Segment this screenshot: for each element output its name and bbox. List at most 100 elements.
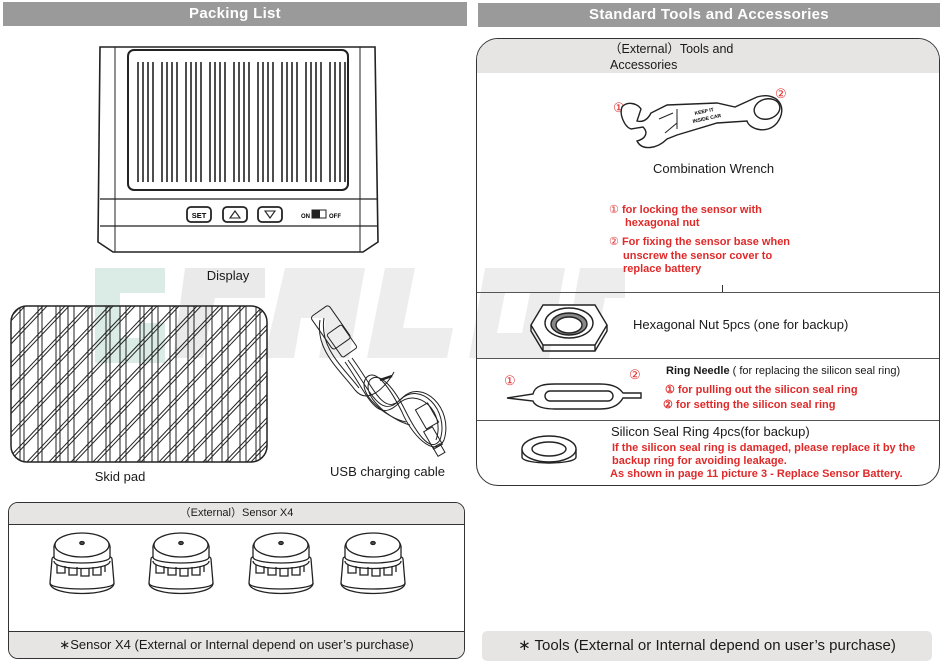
pad-diagonal (139, 306, 267, 462)
wrench-note-1-line1: for locking the sensor with (621, 204, 762, 216)
seal-ring-note: If the silicon seal ring is damaged, ple… (612, 442, 915, 467)
sensor-illustration-1 (49, 532, 115, 595)
seal-ring-note-line2: backup ring for avoiding leakage. (612, 454, 787, 467)
seal-ring-note-line1: If the silicon seal ring is damaged, ple… (612, 442, 916, 454)
wrench-note-1-line2: hexagonal nut (625, 217, 700, 229)
pad-diagonal (205, 306, 267, 462)
wrench-note-1: ① for locking the sensor with hexagonal … (609, 204, 762, 230)
skid-pad-caption: Skid pad (94, 469, 146, 484)
switch-on-label: ON (301, 214, 310, 220)
pad-diagonal (179, 306, 267, 462)
sensor-box-footer: ∗Sensor X4 (External or Internal depend … (9, 631, 464, 658)
up-button (222, 206, 248, 223)
pad-diagonal (11, 306, 71, 462)
wrench-note-2-line3: replace battery (623, 263, 702, 275)
pad-diagonal (25, 306, 177, 462)
display-device-illustration: SET ON OFF (97, 46, 379, 253)
switch-off-label: OFF (329, 214, 341, 220)
usb-cable-illustration (311, 305, 447, 458)
packing-list-banner: Packing List (3, 2, 467, 26)
pad-diagonal (69, 306, 221, 462)
pad-diagonal (11, 306, 137, 462)
pad-diagonal (11, 306, 89, 462)
sensor-row (9, 525, 464, 630)
svg-text:INSIDE CAR: INSIDE CAR (692, 113, 722, 125)
pad-diagonal (11, 306, 115, 462)
divider-tick (722, 285, 723, 292)
sensor-illustration-4 (340, 532, 406, 595)
seal-ring-title: Silicon Seal Ring 4pcs(for backup) (611, 424, 810, 439)
pad-diagonal (113, 306, 265, 462)
pad-diagonal (135, 306, 267, 462)
wrench-marker-2: ② (775, 86, 787, 101)
set-label: SET (192, 211, 207, 220)
sensor-illustration-3 (248, 532, 314, 595)
pad-diagonal (91, 306, 243, 462)
svg-text:KEEP IT: KEEP IT (694, 107, 714, 117)
needle-marker-2: ② (629, 367, 641, 382)
hex-nut-caption: Hexagonal Nut 5pcs (one for backup) (633, 317, 849, 332)
tools-box: （External）Tools and Accessories ① ② KEEP… (476, 38, 940, 486)
wrench-note-2: ② For fixing the sensor base when unscre… (609, 236, 790, 277)
down-arrow-icon (263, 210, 277, 219)
needle-marker-1: ① (504, 373, 516, 388)
sensor-box-header: （External）Sensor X4 (9, 503, 464, 525)
display-caption: Display (206, 268, 250, 283)
combination-wrench-illustration: KEEP IT INSIDE CAR (620, 95, 783, 149)
pad-diagonal (47, 306, 199, 462)
pad-diagonal (245, 306, 267, 462)
hexagonal-nut-illustration (530, 304, 608, 352)
pad-diagonal (11, 306, 111, 462)
skid-pad-illustration (10, 305, 268, 463)
pad-diagonal (11, 306, 155, 462)
tools-banner: Standard Tools and Accessories (478, 3, 940, 27)
tools-box-header: （External）Tools and Accessories (477, 39, 939, 73)
tools-box-header-line2: Accessories (610, 58, 678, 72)
wrench-marker-1: ① (613, 100, 625, 115)
pad-diagonal (11, 306, 45, 462)
ring-needle-section: ① ② Ring Needle ( for replacing the sili… (477, 359, 939, 421)
pad-diagonal (227, 306, 267, 462)
pad-diagonal (117, 306, 267, 462)
tools-box-header-line1: （External）Tools and (609, 42, 734, 56)
sensor-illustration-2 (148, 532, 214, 595)
silicon-seal-ring-illustration (521, 435, 577, 464)
pad-diagonal (11, 306, 93, 462)
tools-footer-note: ∗ Tools (External or Internal depend on … (482, 631, 932, 661)
ring-needle-heading: Ring Needle ( for replacing the silicon … (666, 365, 900, 377)
seal-ring-reference: As shown in page 11 picture 3 - Replace … (610, 468, 903, 480)
ring-needle-subtitle: ( for replacing the silicon seal ring) (729, 365, 901, 377)
pad-diagonal (11, 306, 49, 462)
pad-diagonal (157, 306, 267, 462)
pad-diagonal (161, 306, 267, 462)
pad-diagonal (51, 306, 203, 462)
ring-needle-title: Ring Needle (666, 365, 730, 377)
pad-diagonal (95, 306, 247, 462)
pad-diagonal (183, 306, 267, 462)
hex-nut-section: Hexagonal Nut 5pcs (one for backup) (477, 293, 939, 359)
pad-diagonal (223, 306, 267, 462)
usb-cable-caption: USB charging cable (330, 464, 445, 479)
wrench-note-2-line1: For fixing the sensor base when (621, 236, 791, 248)
pad-diagonal (29, 306, 181, 462)
sensor-box: （External）Sensor X4 ∗Sensor X4 (External… (8, 502, 465, 659)
ring-needle-illustration (506, 383, 642, 410)
pad-diagonal (11, 306, 159, 462)
pad-diagonal (73, 306, 225, 462)
up-arrow-icon (228, 210, 242, 219)
wrench-note-2-marker: ② (609, 236, 619, 248)
wrench-note-2-line2: unscrew the sensor cover to (623, 249, 773, 262)
pad-diagonal (201, 306, 267, 462)
wrench-caption: Combination Wrench (653, 161, 775, 176)
seal-ring-section: Silicon Seal Ring 4pcs(for backup) If th… (477, 421, 939, 485)
set-button (186, 206, 212, 223)
down-button (257, 206, 283, 223)
tools-title: Standard Tools and Accessories (589, 6, 829, 23)
pad-diagonal (11, 306, 133, 462)
ring-needle-note-2: ② for setting the silicon seal ring (663, 399, 836, 411)
ring-needle-note-1: ① for pulling out the silicon seal ring (665, 384, 858, 396)
pad-diagonal (11, 306, 67, 462)
packing-list-title: Packing List (189, 5, 281, 22)
wrench-section: ① ② KEEP IT INSIDE CAR Combination Wrenc… (477, 73, 939, 293)
wrench-note-1-marker: ① (609, 204, 619, 216)
